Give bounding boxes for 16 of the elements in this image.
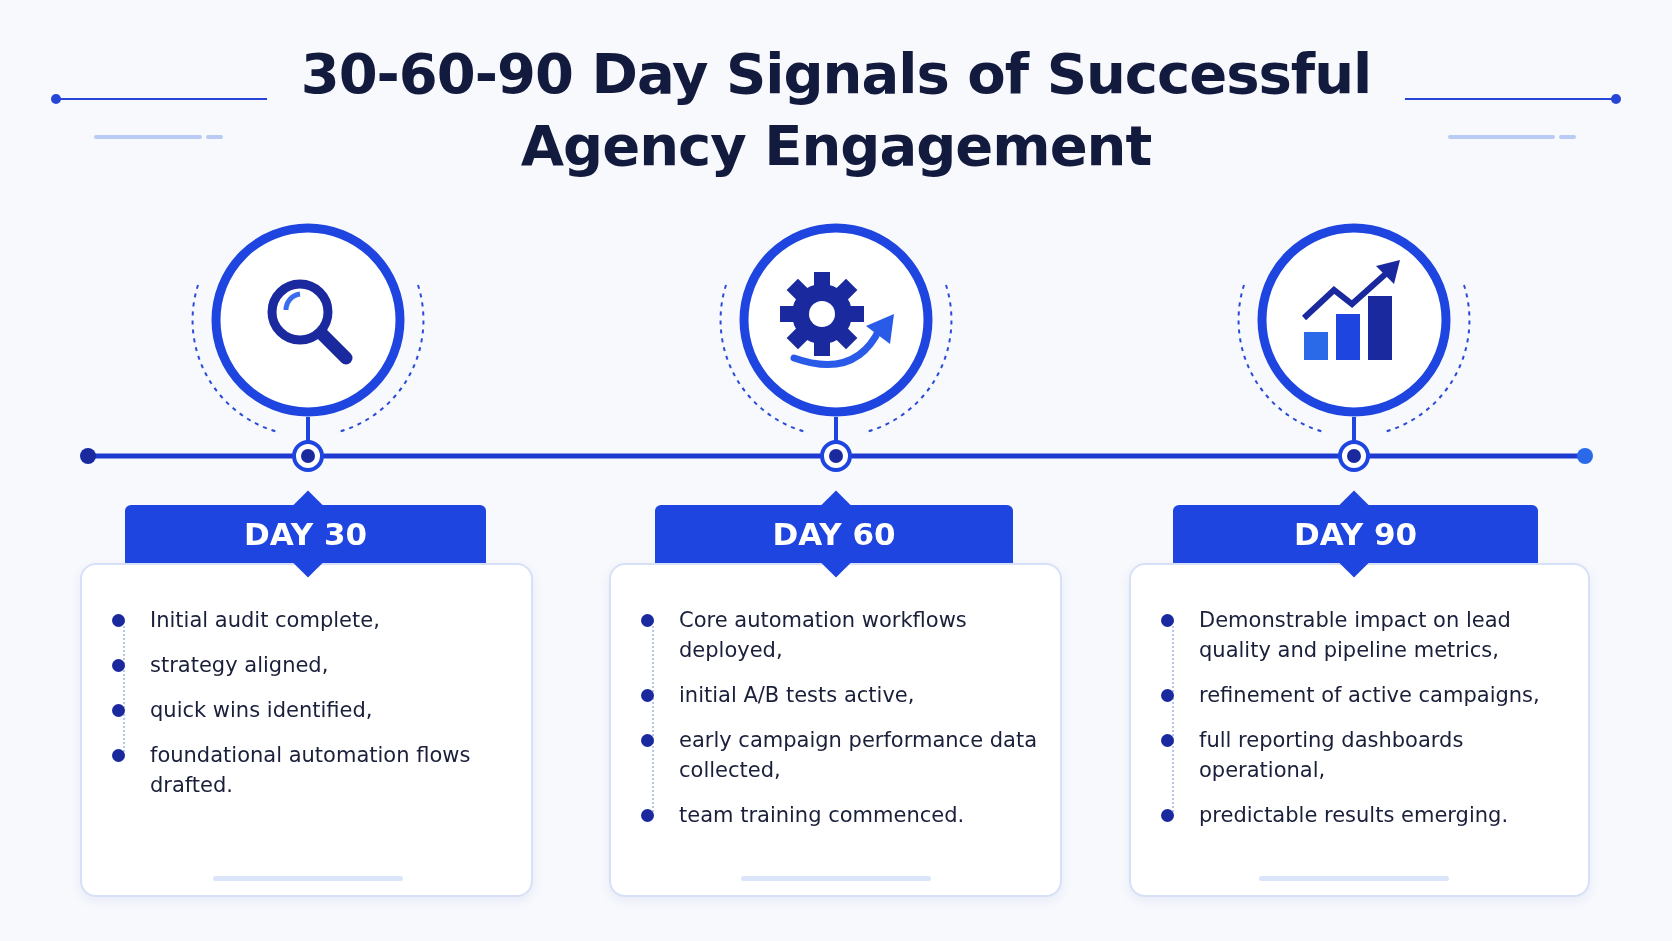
day-heading: DAY 30 [125,505,486,563]
signal-text: team training commenced. [679,803,965,827]
signal-text: Demonstrable impact on lead quality and pipeline metrics, [1199,608,1511,662]
signal-text: quick wins identified, [150,698,373,722]
signal-text: initial A/B tests active, [679,683,915,707]
signal-text: foundational automation flows drafted. [150,743,471,797]
signal-text: Core automation workflows deployed, [679,608,967,662]
signal-text: strategy aligned, [150,653,329,677]
day-heading: DAY 60 [655,505,1013,563]
signal-text: predictable results emerging. [1199,803,1509,827]
title: 30-60-90 Day Signals of Successful Agency Engagement [299,40,1373,180]
signal-text: refinement of active campaigns, [1199,683,1540,707]
signal-text: early campaign performance data collected, [679,728,1038,782]
day-heading: DAY 90 [1173,505,1538,563]
signal-text: Initial audit complete, [150,608,380,632]
signal-text: full reporting dashboards operational, [1199,728,1464,782]
